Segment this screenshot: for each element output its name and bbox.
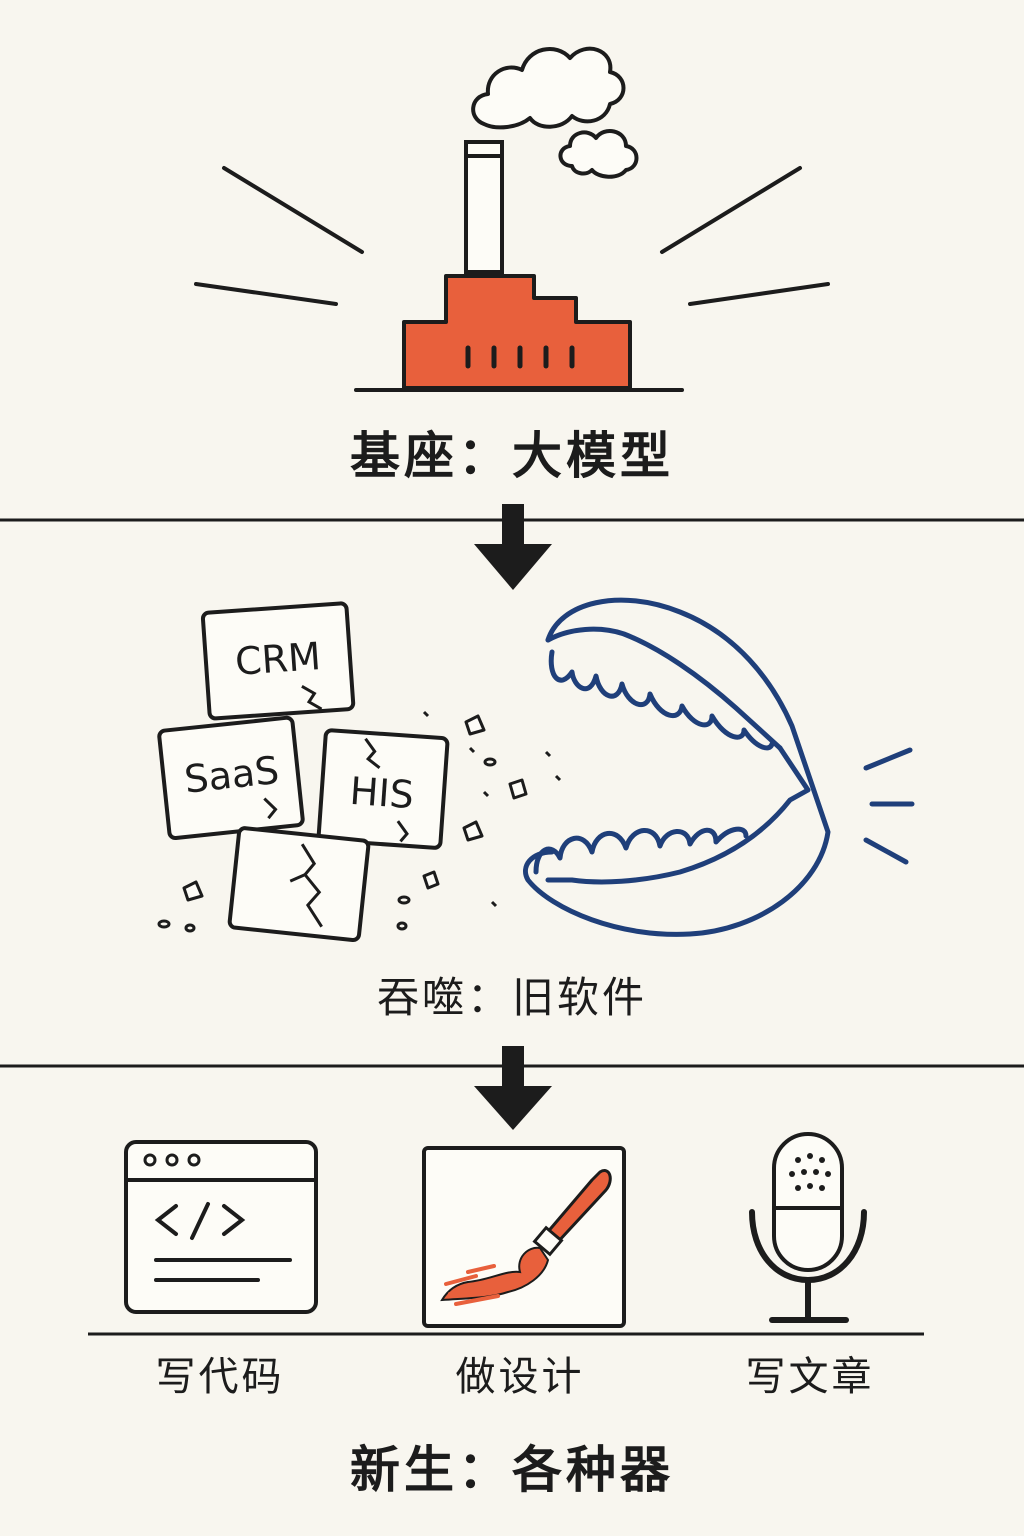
tool-label-design: 做设计 <box>455 1354 585 1400</box>
stage-caption-rebirth: 新生：各种器 <box>350 1441 674 1499</box>
microphone-icon <box>749 1132 867 1323</box>
debris-fragments <box>182 714 528 902</box>
tool-label-code: 写代码 <box>155 1354 285 1400</box>
stage-caption-foundation: 基座：大模型 <box>350 427 674 485</box>
down-arrow-icon <box>474 1046 552 1130</box>
smoke-cloud-small <box>558 129 639 179</box>
card-label-saas: SaaS <box>182 748 281 802</box>
code-window-icon <box>124 1140 318 1314</box>
factory-icon <box>194 46 830 392</box>
card-label-crm: CRM <box>234 634 323 684</box>
software-cards: CRM SaaS HIS <box>157 601 562 943</box>
card-saas: SaaS <box>157 715 305 841</box>
card-his: HIS <box>316 728 450 850</box>
tool-label-writing: 写文章 <box>745 1354 875 1400</box>
chimney <box>464 140 504 274</box>
card-label-his: HIS <box>348 769 415 817</box>
debris-dots <box>157 710 562 933</box>
card-blank <box>227 826 371 943</box>
factory-building <box>402 274 632 390</box>
paintbrush-icon <box>422 1146 626 1328</box>
smoke-cloud-large <box>471 46 626 130</box>
stage-caption-devour: 吞噬：旧软件 <box>376 973 647 1022</box>
mouth-icon <box>523 597 915 937</box>
card-crm: CRM <box>200 601 356 721</box>
down-arrow-icon <box>474 504 552 590</box>
